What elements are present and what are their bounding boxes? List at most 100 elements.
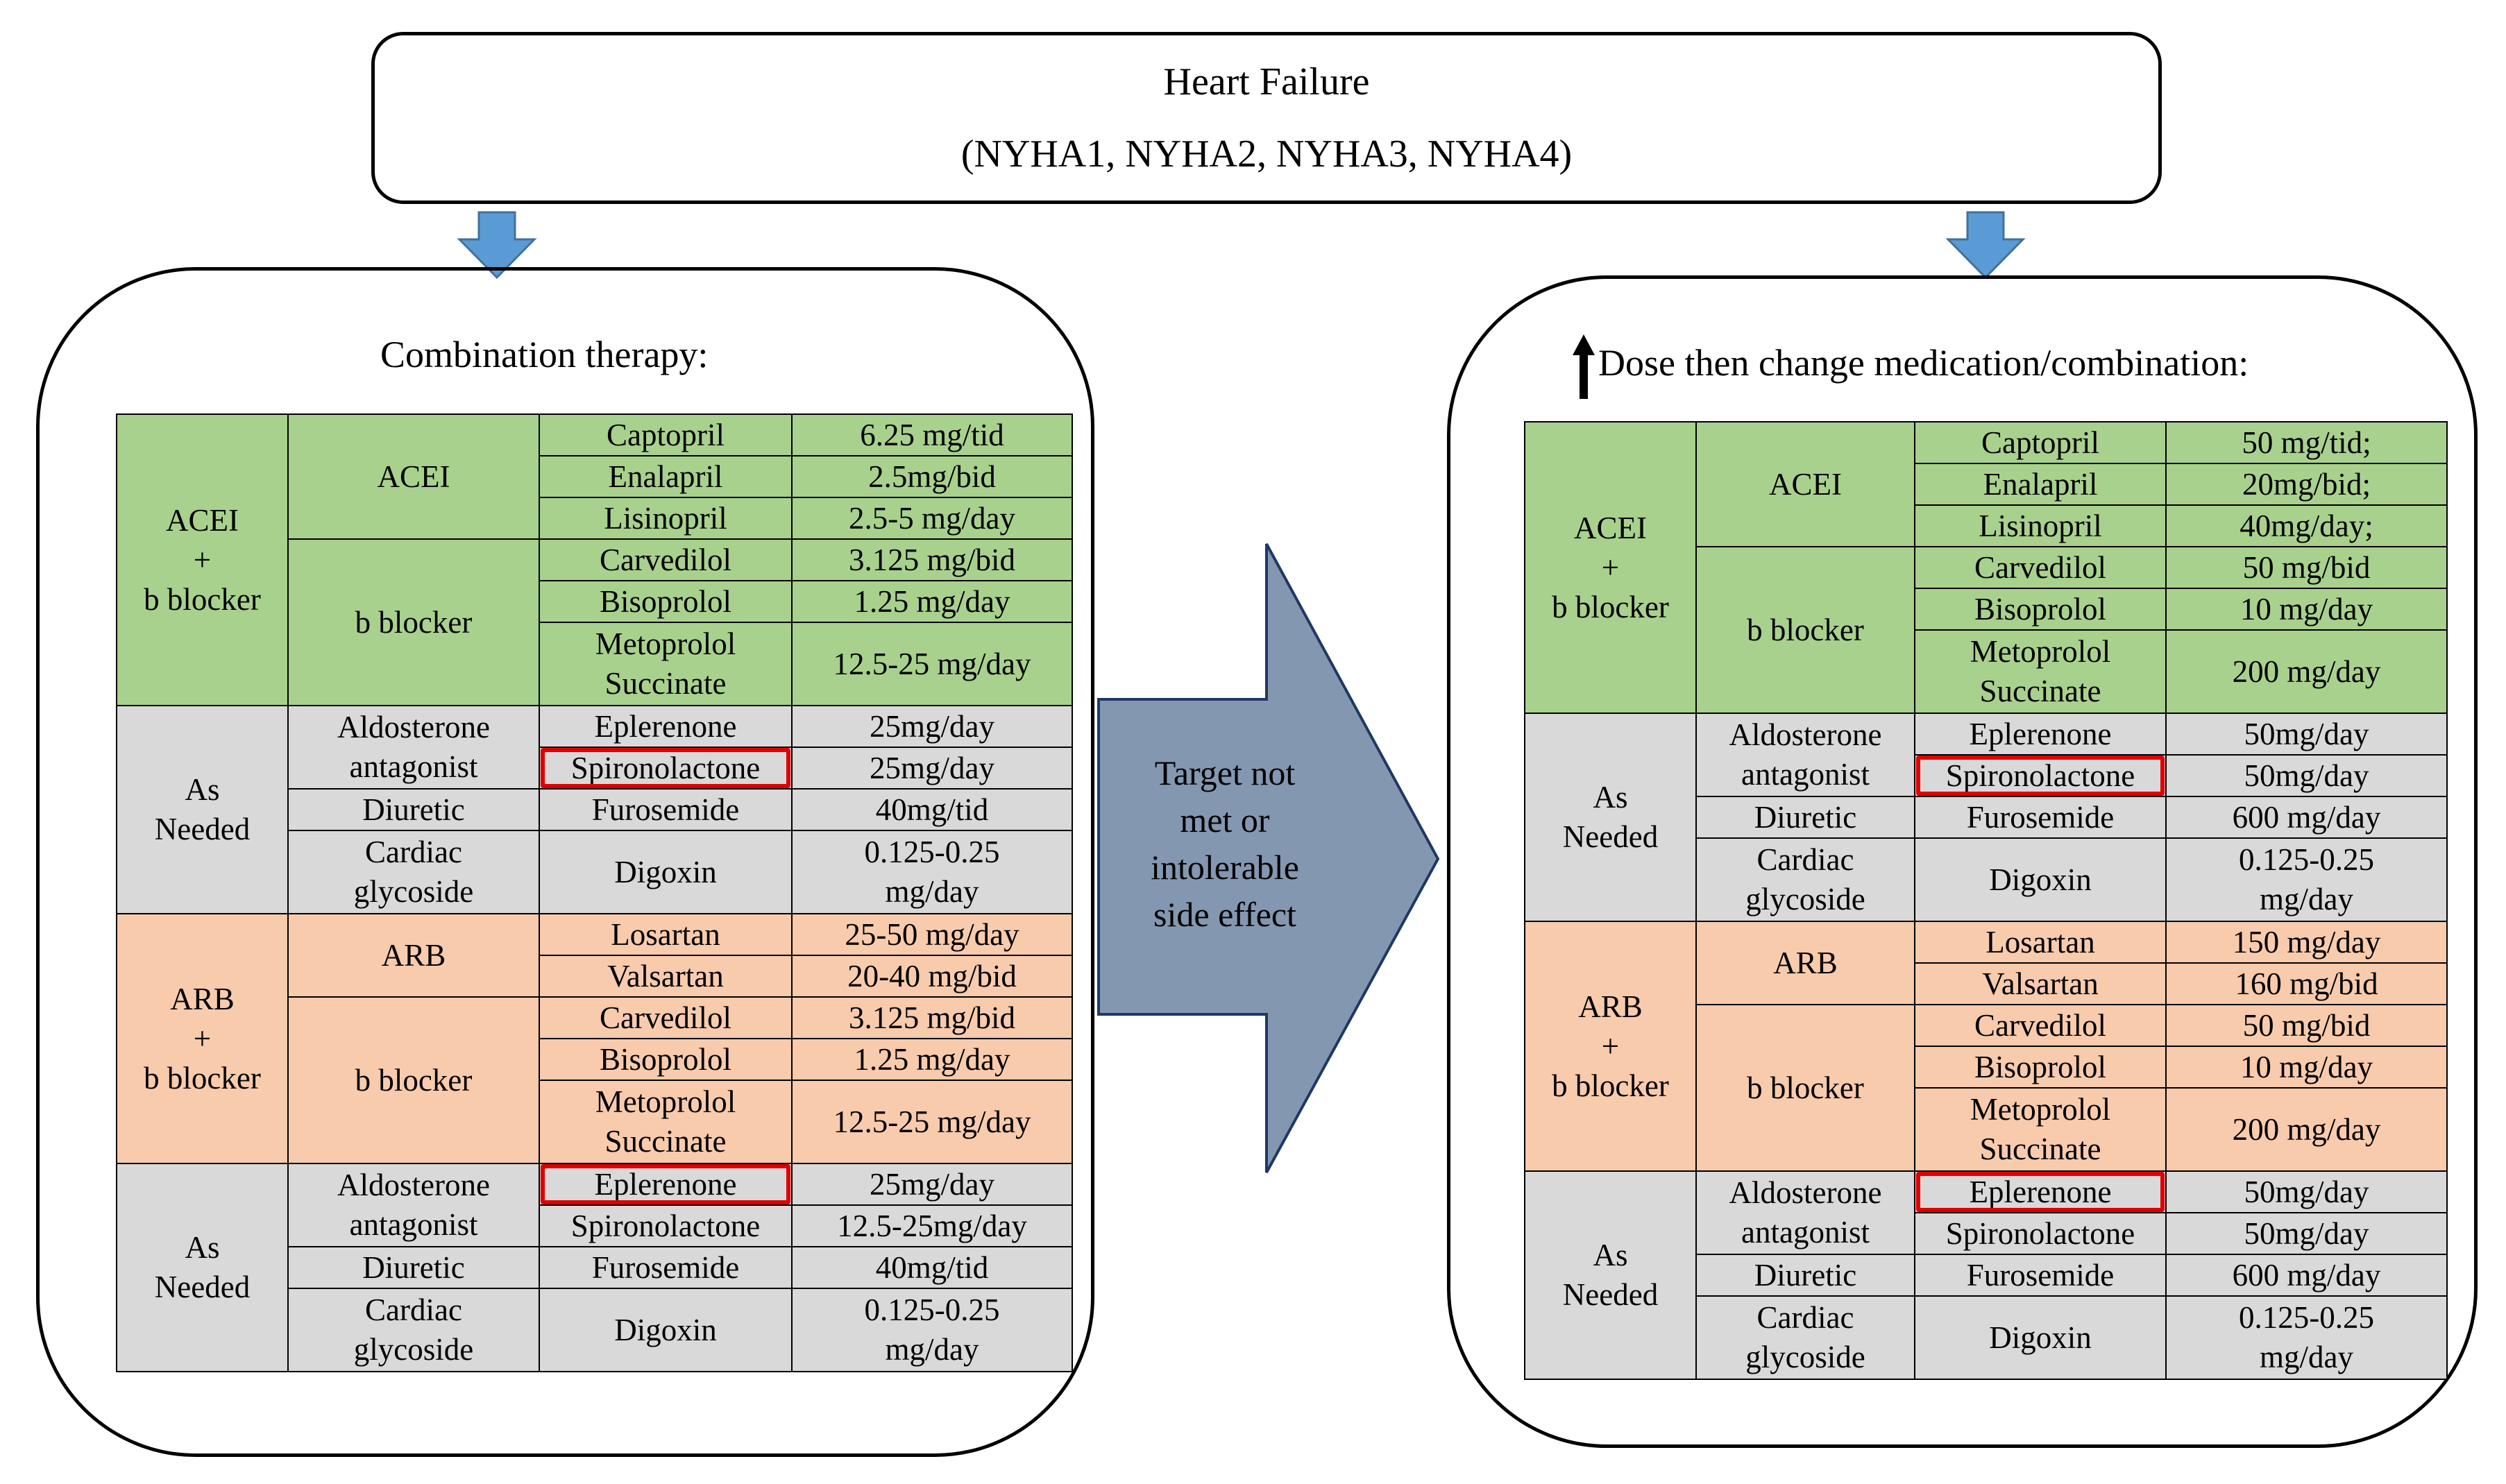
drug-name-line: Succinate [1979, 1132, 2101, 1166]
drug-dose: 25mg/day [791, 1163, 1073, 1206]
group-label-line: b blocker [144, 1060, 261, 1095]
big-arrow-label-line: met or [1180, 801, 1270, 839]
drug-dose-line: 0.125-0.25 [864, 835, 1000, 869]
group-label-line: b blocker [1552, 589, 1669, 624]
highlight-box [541, 1164, 790, 1204]
drug-name-line: Metoprolol [595, 626, 736, 661]
group-label-line: + [193, 542, 212, 577]
drug-class: ACEI [287, 413, 540, 540]
drug-name: Carvedilol [1914, 546, 2167, 589]
drug-name: Spironolactone [539, 1204, 793, 1247]
drug-name: Valsartan [1914, 962, 2167, 1005]
drug-name: Furosemide [1914, 796, 2167, 839]
drug-dose: 2.5mg/bid [791, 455, 1073, 498]
drug-class-line: Aldosterone [1729, 717, 1882, 752]
group-label: ACEI+b blocker [1524, 421, 1697, 714]
drug-name-line: Succinate [1979, 674, 2101, 708]
drug-class-line: antagonist [349, 1207, 478, 1242]
drug-name: Furosemide [539, 788, 793, 831]
group-label-line: As [1593, 780, 1628, 815]
drug-name-line: Succinate [604, 666, 727, 701]
drug-name: Spironolactone [1914, 1212, 2167, 1255]
big-arrow-label-line: intolerable [1151, 848, 1299, 887]
right-panel [1447, 275, 2478, 1448]
drug-name: Enalapril [1914, 463, 2167, 506]
drug-name: Carvedilol [539, 538, 793, 581]
drug-class-line: Cardiac [1756, 1300, 1854, 1335]
drug-dose: 50 mg/bid [2165, 1004, 2448, 1047]
drug-name: Eplerenone [1914, 713, 2167, 756]
drug-dose: 3.125 mg/bid [791, 538, 1073, 581]
drug-class-line: antagonist [349, 749, 478, 784]
big-arrow-label: Target not met or intolerable side effec… [1110, 749, 1339, 938]
drug-dose: 40mg/tid [791, 788, 1073, 831]
drug-dose: 200 mg/day [2165, 1087, 2448, 1172]
group-label-line: Needed [1562, 1277, 1659, 1312]
drug-name: Digoxin [1914, 1295, 2167, 1380]
highlight-box [1916, 1172, 2165, 1212]
left-panel-title: Combination therapy: [380, 334, 709, 375]
drug-class: Diuretic [287, 788, 540, 831]
drug-dose-line: 0.125-0.25 [2239, 1300, 2374, 1335]
drug-class: b blocker [1695, 546, 1915, 714]
drug-class: ARB [287, 913, 540, 998]
drug-dose: 200 mg/day [2165, 629, 2448, 714]
drug-dose: 160 mg/bid [2165, 962, 2448, 1005]
drug-dose: 6.25 mg/tid [791, 413, 1073, 457]
drug-dose: 50mg/day [2165, 1212, 2448, 1255]
drug-dose: 600 mg/day [2165, 1254, 2448, 1297]
drug-name: Valsartan [539, 955, 793, 998]
big-arrow-label-line: side effect [1153, 895, 1296, 934]
drug-dose-line: 0.125-0.25 [864, 1293, 1000, 1327]
group-label-line: + [1601, 549, 1620, 585]
drug-name: Carvedilol [1914, 1004, 2167, 1047]
drug-class-line: Cardiac [1756, 842, 1854, 877]
group-label-line: Needed [154, 812, 251, 846]
drug-name: Digoxin [539, 830, 793, 914]
drug-name: Captopril [1914, 421, 2167, 464]
drug-dose: 150 mg/day [2165, 921, 2448, 964]
drug-class-line: antagonist [1741, 1215, 1870, 1250]
big-right-arrow-icon [1097, 543, 1440, 1173]
drug-dose: 3.125 mg/bid [791, 996, 1073, 1039]
drug-dose: 1.25 mg/day [791, 1038, 1073, 1081]
drug-dose: 12.5-25 mg/day [791, 1080, 1073, 1164]
group-label-line: b blocker [144, 581, 261, 617]
drug-class: Diuretic [1695, 796, 1915, 839]
drug-dose: 12.5-25 mg/day [791, 622, 1073, 706]
drug-name: Furosemide [539, 1246, 793, 1289]
drug-name: Bisoprolol [539, 580, 793, 623]
drug-name: Spironolactone [1914, 754, 2167, 797]
drug-class: ARB [1695, 921, 1915, 1005]
group-label-line: + [1601, 1028, 1620, 1064]
drug-dose: 50mg/day [2165, 1170, 2448, 1213]
drug-name-line: Metoprolol [1970, 634, 2111, 669]
drug-name: Losartan [1914, 921, 2167, 964]
drug-dose: 25-50 mg/day [791, 913, 1073, 956]
